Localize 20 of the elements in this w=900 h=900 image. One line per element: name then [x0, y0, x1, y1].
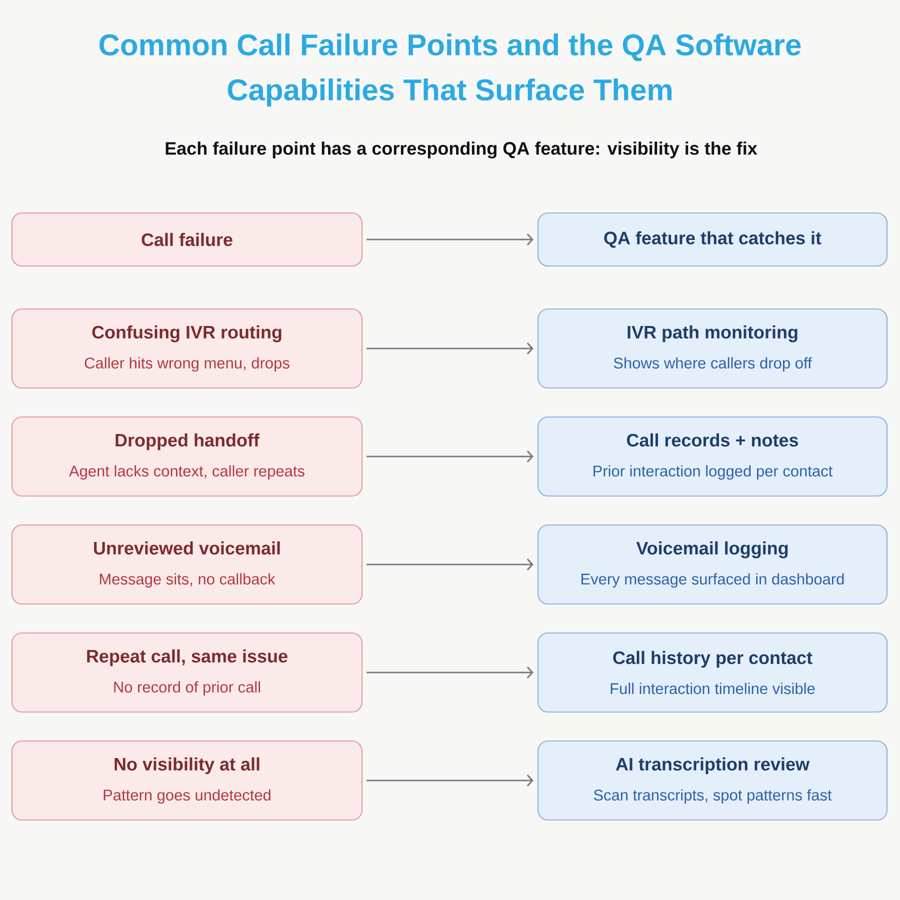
arrow [366, 233, 534, 246]
problem-box: Repeat call, same issue No record of prior call [11, 632, 363, 713]
problem-box: Call failure [11, 212, 363, 267]
solution-box: Call records + notes Prior interaction logged per contact [537, 416, 888, 497]
problem-box: Dropped handoff Agent lacks context, caller repeats [11, 416, 363, 497]
arrow [366, 450, 534, 463]
problem-box: Unreviewed voicemail Message sits, no callback [11, 524, 363, 605]
solution-box: IVR path monitoring Shows where callers drop off [537, 308, 888, 389]
solution-box: Voicemail logging Every message surfaced in dashboard [537, 524, 888, 605]
problem-box: No visibility at all Pattern goes undetected [11, 740, 363, 821]
solution-box: QA feature that catches it [537, 212, 888, 267]
title: Common Call Failure Points and the QA Software Capabilities That Surface Them [100, 34, 801, 106]
arrow [366, 342, 534, 355]
problem-box: Confusing IVR routing Caller hits wrong menu, drops [11, 308, 363, 389]
solution-box: AI transcription review Scan transcripts, spot patterns fast [537, 740, 888, 821]
arrow [366, 558, 534, 571]
solution-box: Call history per contact Full interaction timeline visible [537, 632, 888, 713]
arrow [366, 666, 534, 679]
arrow [366, 774, 534, 787]
subtitle: Each failure point has a corresponding QA feature: visibility is the fix [166, 142, 758, 158]
